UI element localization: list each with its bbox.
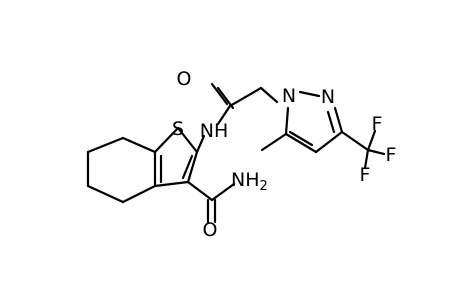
bond [298, 90, 321, 98]
bond [86, 136, 125, 154]
bond [216, 104, 232, 126]
bond [284, 106, 290, 136]
bond [195, 134, 206, 154]
pyrazole-n1-atom-label: N [282, 85, 296, 107]
bond [363, 148, 370, 170]
bond-layer [86, 82, 386, 224]
fluorine-bottom-atom-label: F [360, 164, 371, 186]
bond [288, 130, 314, 147]
bond [153, 180, 190, 188]
bond [314, 130, 344, 154]
amide-nh-atom-label: NH [200, 120, 229, 142]
bond [284, 132, 318, 154]
bond [333, 106, 344, 134]
bond [176, 126, 199, 154]
pyrazole-n2-atom-label: N [321, 86, 335, 108]
bond [153, 126, 180, 154]
fluorine-right-atom-label: F [386, 144, 397, 166]
bond [86, 184, 125, 204]
bond [259, 86, 279, 104]
carbonyl-oxygen-bottom-atom-label: O [203, 219, 218, 241]
bond [260, 132, 288, 152]
bond [186, 180, 214, 202]
bond [121, 136, 157, 154]
bond [210, 182, 236, 202]
amide-nh2-atom-label: NH2 [231, 169, 268, 194]
bond [228, 86, 263, 108]
bond [340, 130, 370, 152]
bond [181, 154, 194, 180]
fluorine-top-atom-label: F [372, 113, 383, 135]
bond [326, 110, 336, 134]
amide-nh2-main-text: NH [231, 169, 260, 191]
amide-nh2-subscript: 2 [260, 179, 268, 194]
bond [186, 150, 199, 184]
bond [366, 129, 377, 152]
atom-label-layer: S NH O N N NH2 O F F F [172, 68, 397, 241]
bond [366, 148, 386, 156]
sulfur-atom-label: S [172, 118, 184, 140]
bond [210, 82, 229, 106]
bond [121, 184, 157, 204]
carbonyl-oxygen-top-atom-label: O [177, 68, 192, 90]
